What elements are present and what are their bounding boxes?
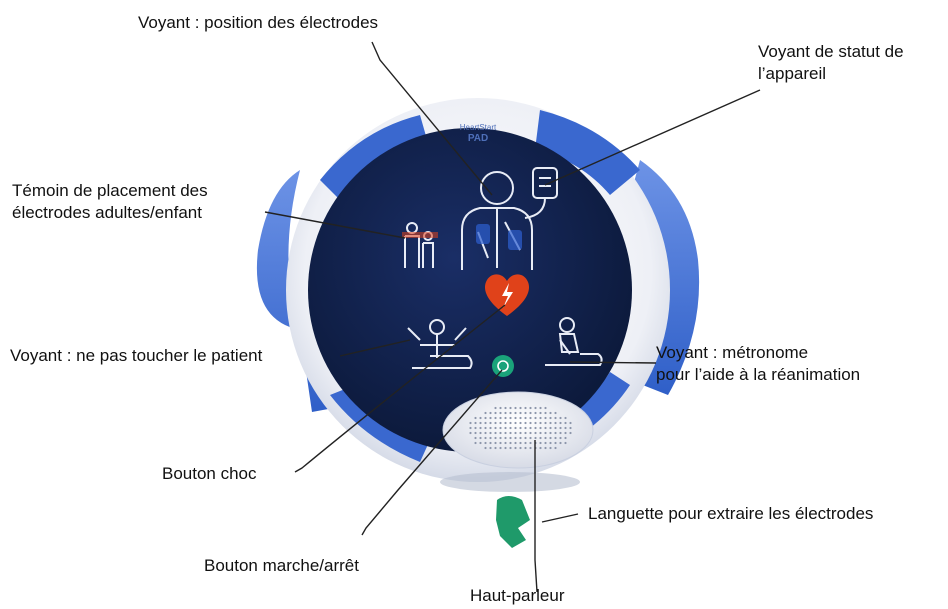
device-status-icon [524,167,558,219]
leader-do-not-touch [339,339,411,357]
brand-line1: HeartStart [460,123,497,132]
label-device-status: Voyant de statut de l’appareil [758,41,904,85]
speaker-grille [469,406,572,450]
adult-child-indicator [402,232,438,238]
label-shock-button: Bouton choc [162,464,257,483]
leader-device-status [544,89,761,186]
leader-pull-tab [541,513,579,523]
label-electrode-position: Voyant : position des électrodes [138,13,379,32]
leader-electrode-position [371,41,493,196]
electrode-pad-left [476,224,490,244]
brand-line2: PAD [468,133,488,144]
label-pull-tab: Languette pour extraire les électrodes [588,504,874,523]
label-power-button: Bouton marche/arrêt [204,556,359,575]
pull-tab[interactable] [496,496,530,548]
leader-speaker [534,440,538,593]
leader-shock-button [294,304,506,473]
label-metronome-line2: pour l’aide à la réanimation [656,365,861,384]
label-device-status-line2: l’appareil [758,64,827,83]
speaker-housing [442,391,594,469]
label-do-not-touch: Voyant : ne pas toucher le patient [10,346,263,365]
label-device-status-line1: Voyant de statut de [758,42,904,61]
label-metronome: Voyant : métronome pour l’aide à la réan… [656,342,860,386]
electrode-pad-right [508,230,522,250]
label-speaker: Haut-parleur [470,586,565,605]
do-not-touch-icon [407,319,473,369]
leader-adult-child [264,211,406,239]
lightning-icon [502,283,513,308]
leader-lines [264,41,761,593]
power-button[interactable] [492,355,514,377]
label-metronome-line1: Voyant : métronome [656,343,809,362]
cpr-icon [545,317,603,366]
leader-metronome [569,361,657,364]
upper-right-blue-band [535,110,640,195]
label-adult-child: Témoin de placement des électrodes adult… [12,180,208,224]
power-icon [497,360,509,372]
base-shadow [440,472,580,492]
label-adult-child-line1: Témoin de placement des [12,181,208,200]
control-face [308,128,632,452]
leader-power-button [361,369,503,536]
label-adult-child-line2: électrodes adultes/enfant [12,203,202,222]
